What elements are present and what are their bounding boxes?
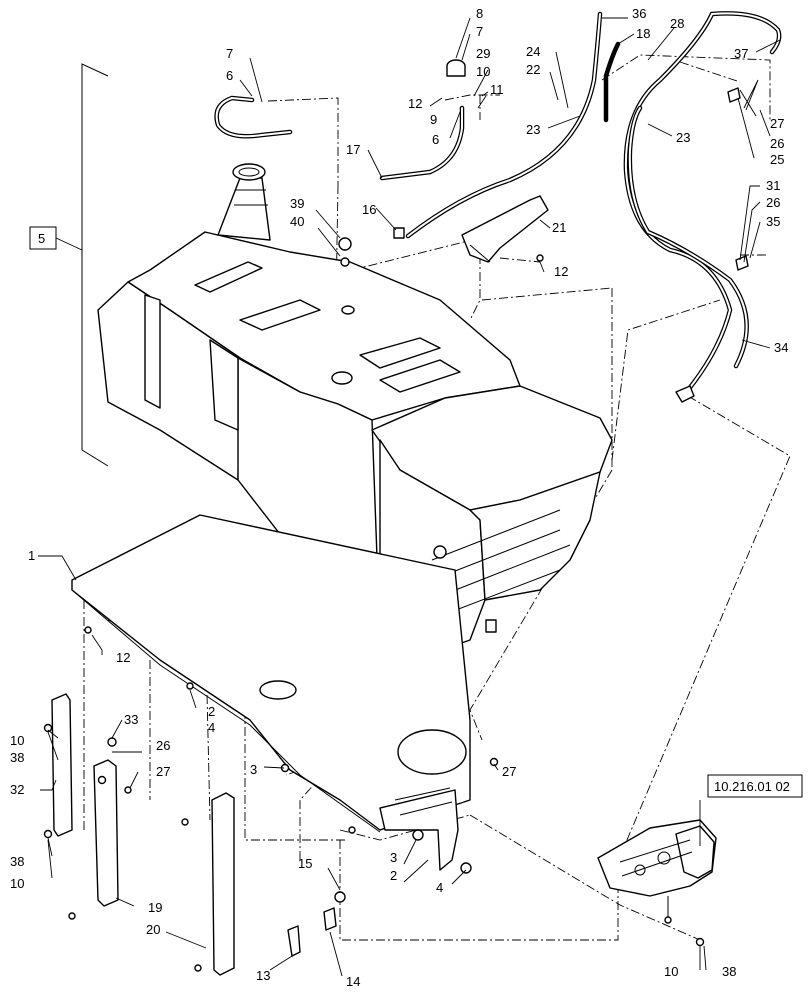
callout-32: 32 <box>10 782 24 797</box>
callout-18: 18 <box>636 26 650 41</box>
callout-31: 31 <box>766 178 780 193</box>
callout-2-plate: 2 <box>208 704 215 719</box>
callout-10-strap-lower: 10 <box>10 876 24 891</box>
callout-16: 16 <box>362 202 376 217</box>
callout-12-bracket: 12 <box>554 264 568 279</box>
callout-26-strap: 26 <box>156 738 170 753</box>
callout-26-lower: 26 <box>766 195 780 210</box>
callout-labels: 1 12 2 4 3 3 2 4 10 38 38 10 32 33 26 27… <box>10 6 788 989</box>
callout-10-filter: 10 <box>664 964 678 979</box>
callout-12-cap: 12 <box>408 96 422 111</box>
callout-7-top: 7 <box>226 46 233 61</box>
callout-9: 9 <box>430 112 437 127</box>
callout-14: 14 <box>346 974 360 989</box>
callout-2-bracket: 2 <box>390 868 397 883</box>
callout-7-cap: 7 <box>476 24 483 39</box>
mounting-straps <box>43 626 499 976</box>
callout-26-right: 26 <box>770 136 784 151</box>
callout-40: 40 <box>290 214 304 229</box>
bracket-21 <box>461 195 549 263</box>
callout-38-filter: 38 <box>722 964 736 979</box>
ref-box-10-216-01-02: 10.216.01 02 <box>714 779 790 794</box>
fuel-tank <box>97 163 613 653</box>
callout-4-bracket: 4 <box>436 880 443 895</box>
callout-12-plate: 12 <box>116 650 130 665</box>
callout-leaders <box>38 17 781 977</box>
callout-20: 20 <box>146 922 160 937</box>
callout-29: 29 <box>476 46 490 61</box>
callout-13: 13 <box>256 968 270 983</box>
callout-38-strap: 38 <box>10 750 24 765</box>
callout-15: 15 <box>298 856 312 871</box>
callout-17: 17 <box>346 142 360 157</box>
callout-37: 37 <box>734 46 748 61</box>
callout-35: 35 <box>766 214 780 229</box>
callout-27-strap: 27 <box>156 764 170 779</box>
callout-22: 22 <box>526 62 540 77</box>
callout-3-bracket: 3 <box>390 850 397 865</box>
callout-10-cap: 10 <box>476 64 490 79</box>
callout-34: 34 <box>774 340 788 355</box>
callout-25: 25 <box>770 152 784 167</box>
callout-6-top: 6 <box>226 68 233 83</box>
callout-6-hose: 6 <box>432 132 439 147</box>
callout-11: 11 <box>490 82 504 97</box>
callout-10-strap: 10 <box>10 733 24 748</box>
callout-33: 33 <box>124 712 138 727</box>
ref-box-5: 5 <box>38 231 45 246</box>
tank-group-bracket: 5 <box>29 63 109 467</box>
drain-hardware <box>287 891 346 957</box>
callout-8: 8 <box>476 6 483 21</box>
callout-21: 21 <box>552 220 566 235</box>
callout-23-left: 23 <box>526 122 540 137</box>
callout-4-plate: 4 <box>208 720 215 735</box>
callout-28: 28 <box>670 16 684 31</box>
callout-39: 39 <box>290 196 304 211</box>
callout-38-strap-lower: 38 <box>10 854 24 869</box>
callout-27-plate: 27 <box>502 764 516 779</box>
callout-36: 36 <box>632 6 646 21</box>
callout-23-right: 23 <box>676 130 690 145</box>
callout-19: 19 <box>148 900 162 915</box>
support-plate <box>71 514 471 871</box>
callout-27-right: 27 <box>770 116 784 131</box>
callout-24: 24 <box>526 44 540 59</box>
callout-3-plate: 3 <box>250 762 257 777</box>
fuel-filter-assembly: 10.216.01 02 <box>597 774 803 947</box>
callout-1: 1 <box>28 548 35 563</box>
fuel-lines <box>214 11 782 403</box>
